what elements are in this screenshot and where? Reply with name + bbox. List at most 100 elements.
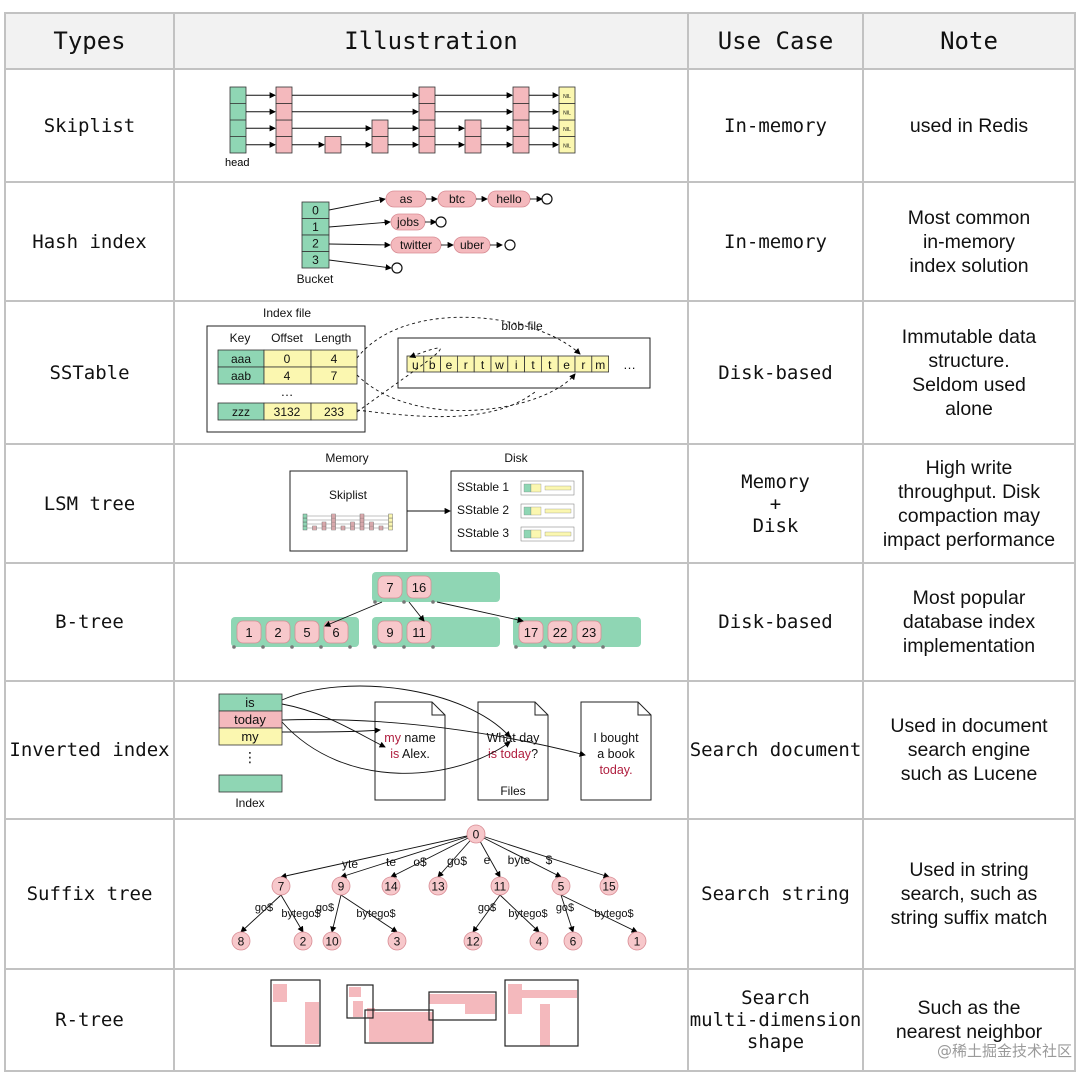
note-line: search engine	[907, 739, 1031, 761]
skiplist-node-cell	[512, 103, 530, 121]
hash-entry-label: hello	[496, 192, 522, 206]
rtree-shape	[517, 990, 577, 998]
suffix-node-label: 15	[602, 880, 616, 894]
suffix-node-label: 0	[473, 828, 480, 842]
doc-word: is today	[488, 747, 532, 761]
rtree-bounding-box	[364, 1009, 434, 1044]
index-col-key: Key	[230, 331, 251, 345]
hash-link	[328, 259, 392, 271]
btree-key	[518, 620, 544, 644]
suffix-edge-label: bytego$	[594, 908, 633, 920]
null-terminator	[391, 262, 403, 274]
btree-pointer-dot	[572, 645, 576, 649]
document-1	[374, 701, 446, 801]
note-line: structure.	[928, 349, 1010, 372]
hash-entry-label: btc	[449, 192, 465, 206]
index-col-length: Length	[315, 331, 352, 345]
suffix-edge	[280, 894, 304, 933]
blob-byte: u	[412, 358, 419, 372]
skiplist-node-cell	[512, 136, 530, 154]
doc-word: I bought	[593, 731, 639, 745]
header-illustration: Illustration	[173, 12, 689, 70]
doc-word: name	[401, 731, 436, 745]
use-case-cell: In-memory	[687, 181, 864, 302]
hash-entry-label: uber	[460, 238, 484, 252]
btree-key-value: 7	[386, 580, 393, 595]
index-offset: 4	[284, 369, 291, 383]
suffix-node	[322, 931, 342, 951]
mini-sstable-blob	[544, 485, 572, 491]
suffix-edge	[472, 894, 501, 933]
watermark: @稀土掘金技术社区	[936, 1042, 1072, 1060]
sstable-pointer	[356, 391, 536, 418]
use-line: Disk	[752, 514, 799, 537]
btree-pointer-dot	[261, 645, 265, 649]
doc-text-line: a book	[597, 747, 635, 761]
nil-label: NIL	[563, 94, 571, 100]
use-case-cell: Disk-based	[687, 562, 864, 682]
btree-key-value: 22	[553, 625, 567, 640]
suffix-node	[271, 876, 291, 896]
comparison-table: Types Illustration Use Case Note Skiplis…	[4, 12, 1076, 1072]
mini-skip-cell	[388, 525, 393, 531]
btree-pointer-dot	[402, 645, 406, 649]
header-note: Note	[862, 12, 1076, 70]
mini-skip-cell	[388, 517, 393, 523]
suffix-edge-label: bytego$	[508, 908, 547, 920]
type-cell: Suffix tree	[4, 818, 175, 970]
doc-fold	[534, 702, 548, 716]
files-label: Files	[500, 784, 525, 798]
note-line: used in Redis	[909, 114, 1029, 137]
btree-edge	[324, 601, 383, 627]
btree-key	[265, 620, 291, 644]
skiplist-node-cell	[324, 136, 342, 154]
note-cell: Used in document search engine such as L…	[862, 680, 1076, 820]
btree-key-value: 5	[303, 625, 310, 640]
suffix-edge	[475, 833, 610, 879]
null-terminator	[541, 193, 553, 205]
skiplist-head-label: head	[225, 157, 249, 169]
suffix-node	[231, 931, 251, 951]
suffix-edge	[330, 894, 342, 933]
btree-pointer-dot	[601, 645, 605, 649]
btree-key-value: 23	[582, 625, 596, 640]
note-cell: Such as the nearest neighbor	[862, 968, 1076, 1072]
note-line: Immutable data	[901, 325, 1037, 348]
posting-link	[281, 703, 386, 748]
suffix-edge-label: o$	[413, 855, 427, 869]
use-case-cell: Disk-based	[687, 300, 864, 445]
suffix-node	[381, 876, 401, 896]
doc-text-line: is Alex.	[390, 747, 430, 761]
suffix-node-label: 11	[494, 880, 507, 894]
suffix-node-label: 2	[300, 935, 307, 949]
doc-word: my	[384, 731, 401, 745]
skiplist-node-cell	[418, 119, 436, 137]
suffix-node	[331, 876, 351, 896]
btree-key	[576, 620, 602, 644]
use-case-cell: Search string	[687, 818, 864, 970]
suffix-node-label: 10	[325, 935, 339, 949]
index-length: 4	[331, 352, 338, 366]
suffix-node-label: 13	[431, 880, 445, 894]
nil-label: NIL	[563, 127, 571, 133]
btree-key	[406, 575, 432, 599]
suffix-node	[387, 931, 407, 951]
suffix-edge-label: $	[546, 853, 553, 867]
btree-edge	[408, 601, 425, 622]
doc-word: is	[390, 747, 399, 761]
suffix-edge-label: te	[386, 855, 396, 869]
suffix-edge-label: yte	[342, 857, 358, 871]
blob-byte: b	[429, 358, 436, 372]
suffix-node	[428, 876, 448, 896]
suffix-edge	[340, 894, 398, 933]
blob-byte: w	[494, 358, 504, 372]
rtree-illustration	[173, 968, 689, 1072]
index-term: is	[245, 695, 255, 710]
btree-pointer-dot	[431, 645, 435, 649]
suffix-node-label: 7	[278, 880, 285, 894]
suffix-node-label: 3	[394, 935, 401, 949]
doc-text-line: today.	[599, 763, 632, 777]
note-cell: used in Redis	[862, 68, 1076, 183]
